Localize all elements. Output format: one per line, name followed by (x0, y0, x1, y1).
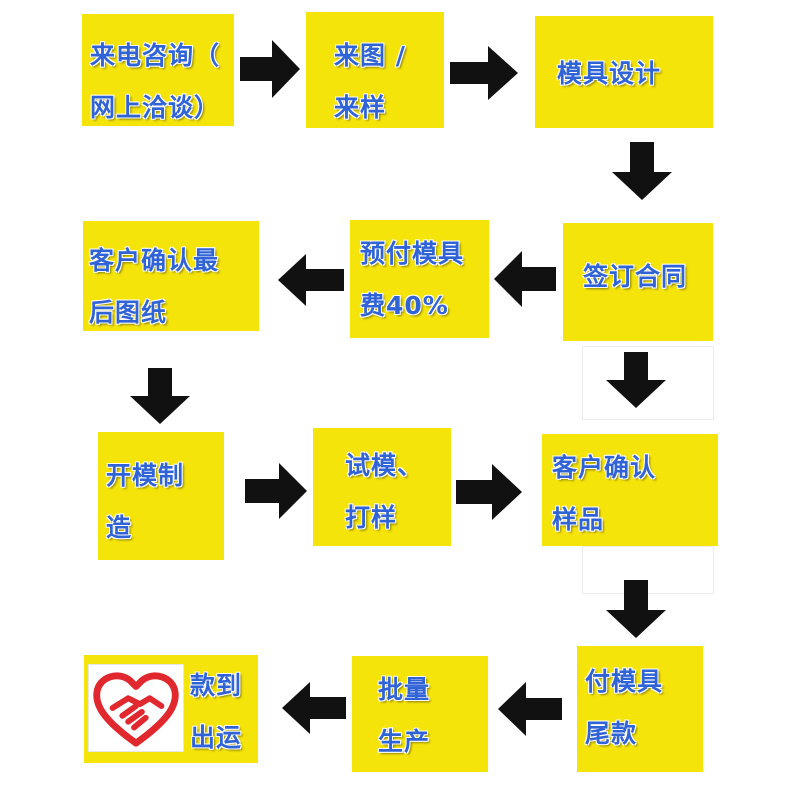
step-drawing-sample: 来图 / 来样 (306, 12, 444, 128)
arrow-left-icon (498, 682, 562, 736)
step-text-line: 付模具 (585, 667, 664, 696)
step-text-line: 开模制 (106, 461, 185, 490)
step-text-line: 模具设计 (557, 59, 662, 88)
step-text-line: 来样 (334, 93, 387, 122)
step-confirm-samples: 客户确认 样品 (542, 434, 718, 546)
handshake-heart-graphic (93, 672, 179, 747)
step-mass-production: 批量 生产 (352, 656, 488, 772)
step-text-line: 客户确认 (552, 453, 657, 482)
arrow-right-icon (456, 464, 522, 520)
arrow-down-icon (606, 580, 666, 638)
arrow-down-icon (612, 142, 672, 200)
background-frame (582, 346, 714, 420)
step-text-line: 出运 (190, 723, 243, 752)
step-text-line: 生产 (378, 727, 431, 756)
arrow-down-icon (130, 368, 190, 424)
step-mold-making: 开模制 造 (98, 432, 224, 560)
step-text-line: 造 (106, 513, 133, 542)
step-text-line: 预付模具 (360, 239, 465, 268)
step-text-line: 网上洽谈） (90, 93, 221, 122)
handshake-heart-icon (88, 664, 184, 752)
step-text-line: 签订合同 (583, 262, 688, 291)
step-text-line: 费40% (360, 291, 449, 320)
step-mold-design: 模具设计 (535, 16, 713, 128)
step-trial-sampling: 试模、 打样 (313, 428, 451, 546)
arrow-left-icon (282, 682, 346, 734)
arrow-right-icon (245, 463, 307, 519)
arrow-right-icon (450, 46, 518, 100)
step-confirm-drawings: 客户确认最 后图纸 (83, 221, 259, 331)
step-text-line: 试模、 (345, 451, 424, 480)
step-text-line: 客户确认最 (89, 246, 220, 275)
step-text-line: 款到 (190, 671, 243, 700)
step-consult: 来电咨询（ 网上洽谈） (82, 14, 234, 126)
step-text-line: 来图 / (334, 41, 406, 70)
arrow-down-icon (606, 352, 666, 408)
step-prepay: 预付模具 费40% (350, 220, 489, 338)
step-text-line: 尾款 (585, 719, 638, 748)
step-text-line: 打样 (345, 503, 398, 532)
step-text-line: 来电咨询（ (90, 41, 221, 70)
arrow-left-icon (278, 254, 344, 306)
step-text-line: 后图纸 (89, 298, 168, 327)
arrow-left-icon (494, 251, 556, 307)
step-text-line: 批量 (378, 675, 431, 704)
step-text-line: 样品 (552, 505, 605, 534)
step-final-payment: 付模具 尾款 (577, 646, 703, 772)
arrow-right-icon (240, 40, 300, 98)
step-sign-contract: 签订合同 (563, 223, 713, 341)
